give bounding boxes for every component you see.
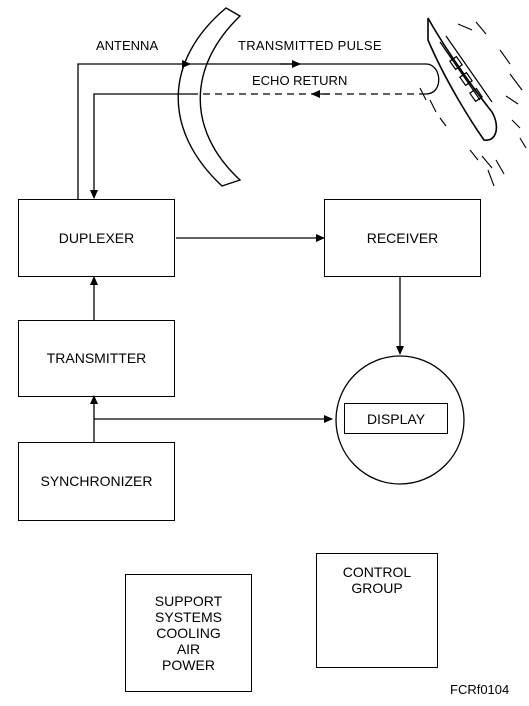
control-group-block: CONTROL GROUP (316, 553, 438, 668)
antenna-label: ANTENNA (96, 38, 158, 53)
synchronizer-block: SYNCHRONIZER (18, 442, 175, 521)
duplexer-label: DUPLEXER (59, 230, 134, 247)
receiver-block: RECEIVER (324, 199, 481, 277)
support-systems-line-1: SUPPORT (155, 593, 222, 609)
display-label: DISPLAY (367, 411, 425, 427)
control-group-line-1: CONTROL (343, 564, 411, 580)
display-block: DISPLAY (344, 403, 448, 434)
duplexer-to-antenna-line (78, 64, 190, 200)
support-systems-block: SUPPORT SYSTEMS COOLING AIR POWER (125, 574, 252, 692)
receiver-label: RECEIVER (367, 230, 439, 247)
control-group-line-2: GROUP (351, 580, 402, 596)
transmitter-label: TRANSMITTER (47, 350, 147, 367)
ship-target-icon (420, 18, 526, 186)
duplexer-block: DUPLEXER (18, 199, 175, 277)
support-systems-line-2: SYSTEMS (155, 609, 222, 625)
figure-id-label: FCRf0104 (450, 682, 509, 697)
echo-return-label: ECHO RETURN (252, 73, 347, 88)
support-systems-line-5: POWER (162, 657, 215, 673)
transmitter-block: TRANSMITTER (18, 320, 175, 397)
transmitted-pulse-label: TRANSMITTED PULSE (238, 38, 382, 53)
support-systems-line-4: AIR (177, 641, 200, 657)
support-systems-line-3: COOLING (156, 625, 221, 641)
synchronizer-label: SYNCHRONIZER (40, 473, 152, 490)
antenna-dish (178, 8, 240, 186)
